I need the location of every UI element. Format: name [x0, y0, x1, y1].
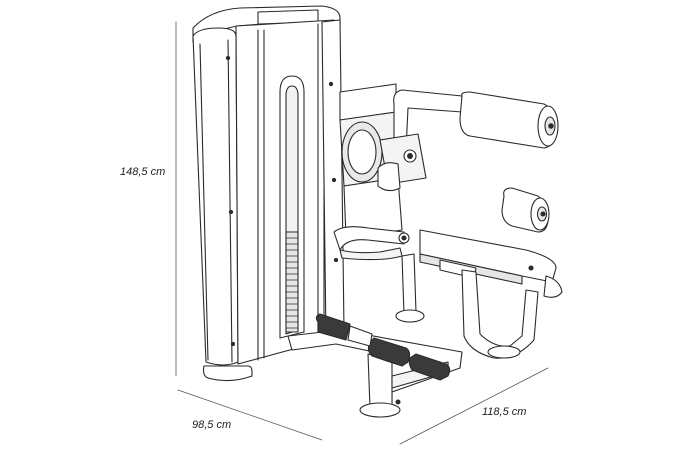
depth-dimension-line [400, 368, 548, 444]
seat-assembly [420, 230, 562, 297]
height-label: 148,5 cm [120, 166, 166, 178]
tower-foot [204, 366, 253, 381]
lower-roller-pad [502, 188, 549, 232]
upper-arm-lever [378, 90, 462, 191]
roller-bar [348, 326, 372, 346]
upper-roller-pad [460, 92, 558, 148]
tower-left-column [193, 28, 238, 365]
width-dimension-line [178, 390, 322, 440]
dimension-lines [176, 22, 548, 444]
seat-pad [420, 230, 556, 282]
weight-stack [286, 232, 298, 332]
depth-label: 118,5 cm [482, 406, 527, 418]
width-label: 98,5 cm [192, 419, 232, 431]
support-frame [334, 227, 538, 359]
weight-tower [193, 6, 344, 381]
back-pad-frame [340, 84, 402, 238]
